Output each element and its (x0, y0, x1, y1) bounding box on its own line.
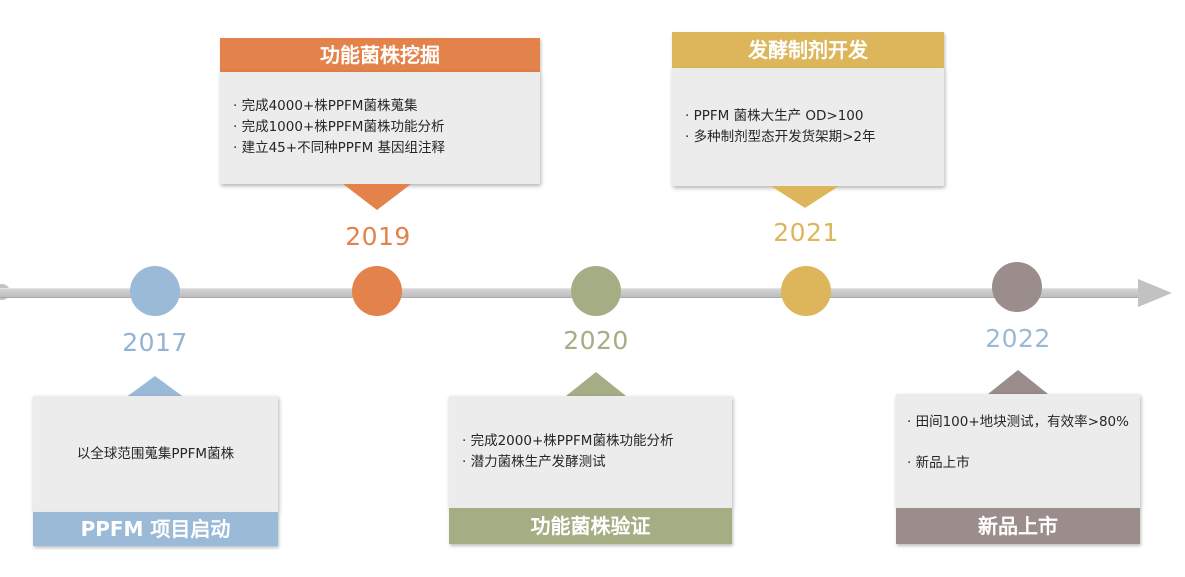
milestone-dot-2022 (992, 262, 1042, 312)
milestone-card-2020: · 完成2000+株PPFM菌株功能分析 · 潜力菌株生产发酵测试 (449, 396, 732, 508)
milestone-card-2021: · PPFM 菌株大生产 OD>100 · 多种制剂型态开发货架期>2年 (672, 68, 944, 186)
milestone-title-2017: PPFM 项目启动 (33, 512, 278, 546)
milestone-card-2017: 以全球范围蒐集PPFM菌株 (33, 396, 278, 512)
timeline-arrow-icon (1138, 279, 1172, 307)
milestone-item: 以全球范围蒐集PPFM菌株 (76, 445, 235, 462)
year-label-2017: 2017 (122, 328, 188, 357)
milestone-item: · 建立45+不同种PPFM 基因组注释 (233, 140, 446, 156)
milestone-card-2019: · 完成4000+株PPFM菌株蒐集 · 完成1000+株PPFM菌株功能分析 … (220, 72, 540, 184)
milestone-title-2022: 新品上市 (896, 508, 1140, 544)
pointer-2017 (125, 376, 185, 398)
year-label-2021: 2021 (773, 218, 839, 247)
milestone-item: · PPFM 菌株大生产 OD>100 (685, 108, 864, 124)
milestone-title-2021: 发酵制剂开发 (672, 32, 944, 68)
milestone-title-2020: 功能菌株验证 (449, 508, 732, 544)
milestone-item: · 多种制剂型态开发货架期>2年 (685, 129, 876, 145)
year-label-2020: 2020 (563, 326, 629, 355)
milestone-item: · 完成4000+株PPFM菌株蒐集 (233, 98, 418, 114)
milestone-item: · 田间100+地块测试，有效率>80% (907, 414, 1129, 430)
milestone-dot-2019 (352, 266, 402, 316)
milestone-dot-2017 (130, 266, 180, 316)
pointer-2020 (566, 372, 626, 396)
milestone-title-2019: 功能菌株挖掘 (220, 38, 540, 72)
pointer-2021 (771, 186, 839, 208)
milestone-item: · 潜力菌株生产发酵测试 (462, 454, 606, 470)
milestone-dot-2021 (781, 266, 831, 316)
milestone-item: · 完成1000+株PPFM菌株功能分析 (233, 119, 445, 135)
milestone-dot-2020 (571, 266, 621, 316)
pointer-2022 (988, 370, 1048, 394)
year-label-2022: 2022 (985, 324, 1051, 353)
pointer-2019 (343, 184, 411, 210)
milestone-item: · 新品上市 (907, 455, 970, 471)
year-label-2019: 2019 (345, 222, 411, 251)
milestone-item: · 完成2000+株PPFM菌株功能分析 (462, 433, 674, 449)
milestone-card-2022: · 田间100+地块测试，有效率>80% · 新品上市 (896, 394, 1140, 508)
